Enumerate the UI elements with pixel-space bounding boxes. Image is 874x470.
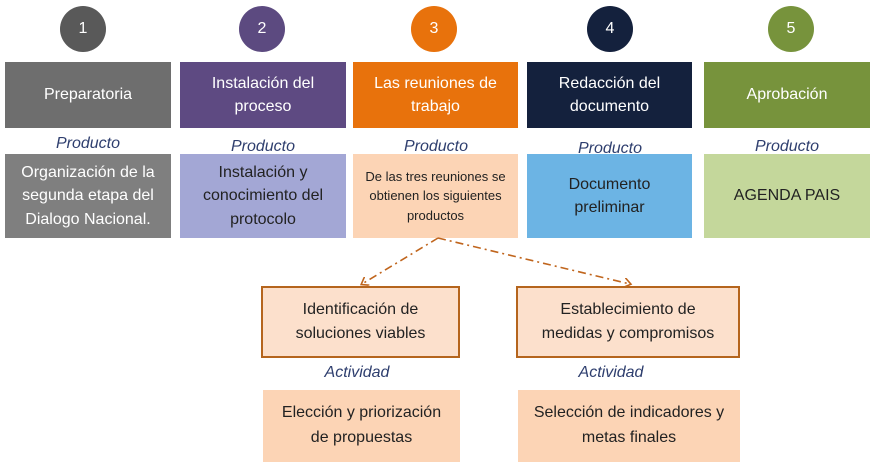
stage-5-product-label: Producto [754,138,820,155]
stage-2-number: 2 [239,6,285,52]
outcome-2-activity: Selección de indicadores y metas finales [518,390,740,462]
stage-4-product: Documento preliminar [527,154,692,238]
stage-4-number: 4 [587,6,633,52]
outcome-1-activity: Elección y priorización de propuestas [263,390,460,462]
arrow-to-outcome-2 [437,237,630,284]
outcome-1-title: Identificación de soluciones viables [261,286,460,358]
stage-2-product-label: Producto [230,138,296,155]
outcome-2-activity-label: Actividad [578,364,644,381]
outcome-1-activity-label: Actividad [324,364,390,381]
arrow-to-outcome-1 [362,237,439,284]
stage-5-product: AGENDA PAIS [704,154,870,238]
stage-3-title: Las reuniones de trabajo [353,62,518,128]
outcome-2-title: Establecimiento de medidas y compromisos [516,286,740,358]
stage-3-product-label: Producto [403,138,469,155]
stage-1-number: 1 [60,6,106,52]
stage-3-product: De las tres reuniones se obtienen los si… [353,154,518,238]
stage-5-title: Aprobación [704,62,870,128]
stage-4-product-label: Producto [577,140,643,157]
stage-1-product-label: Producto [55,135,121,152]
stage-1-product: Organización de la segunda etapa del Dia… [5,154,171,238]
stage-5-number: 5 [768,6,814,52]
stage-4-title: Redacción del documento [527,62,692,128]
stage-3-number: 3 [411,6,457,52]
stage-2-title: Instalación del proceso [180,62,346,128]
stage-1-title: Preparatoria [5,62,171,128]
stage-2-product: Instalación y conocimiento del protocolo [180,154,346,238]
